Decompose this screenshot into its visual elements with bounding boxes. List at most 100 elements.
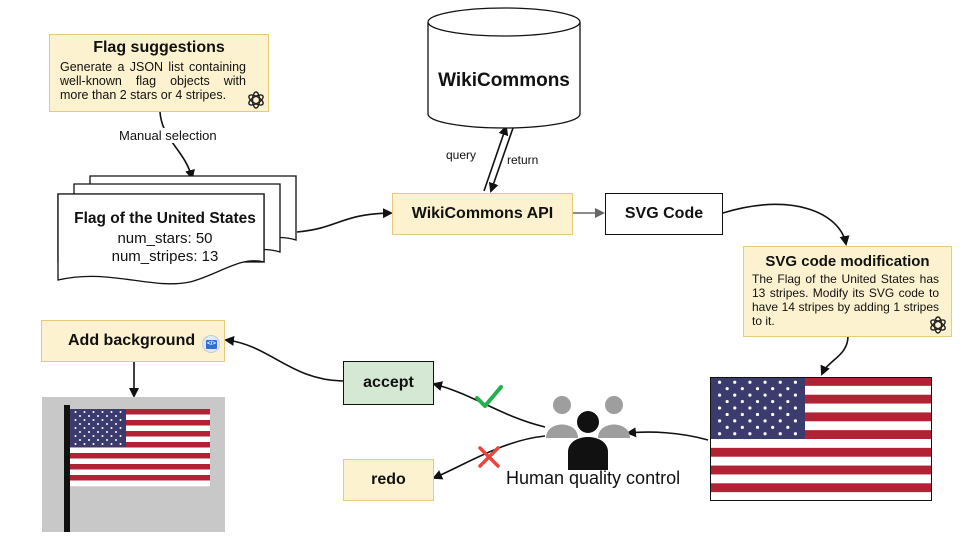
flag-star xyxy=(119,443,122,445)
flag-stripe xyxy=(710,465,932,475)
code-icon: </> xyxy=(202,335,220,353)
flag-star xyxy=(101,427,104,429)
flag-star xyxy=(778,432,782,436)
flag-star xyxy=(793,393,798,397)
flag-star xyxy=(778,380,782,384)
flag-stripe xyxy=(70,464,210,470)
flag-star xyxy=(92,427,95,429)
flag-star xyxy=(110,419,113,421)
check-icon xyxy=(475,385,503,408)
flag-star xyxy=(119,411,122,413)
flag-stripe xyxy=(70,453,210,459)
flag-star xyxy=(79,439,81,441)
wikicommons-api-box: WikiCommons API xyxy=(392,193,573,235)
flag-star xyxy=(92,443,95,445)
flag-star xyxy=(97,415,99,417)
flag-stripe xyxy=(710,385,932,396)
flag-stripe xyxy=(70,475,210,481)
flag-document-stack xyxy=(57,175,297,285)
flag-star xyxy=(74,411,77,413)
flag-star xyxy=(778,419,782,423)
svg-modification-text: The Flag of the United States has 13 str… xyxy=(752,272,939,328)
flag-star xyxy=(115,415,117,417)
flag-stripe xyxy=(710,430,932,440)
svg-modification-title: SVG code modification xyxy=(765,253,930,270)
arrow-mod-to-flag xyxy=(820,335,849,376)
cross-icon xyxy=(478,446,500,468)
manual-selection-label: Manual selection xyxy=(117,128,219,143)
flag-star xyxy=(92,419,95,421)
flag-stripe xyxy=(710,403,932,413)
flag-star xyxy=(755,425,760,429)
flag-stripe xyxy=(710,377,932,387)
flag-stripe xyxy=(70,409,210,415)
flag-star xyxy=(74,435,77,437)
flag-star xyxy=(83,419,86,421)
add-background-label: Add background xyxy=(68,332,196,349)
flag-star xyxy=(119,427,122,429)
flag-star xyxy=(101,443,104,445)
flag-star xyxy=(717,419,722,423)
flag-star xyxy=(786,425,790,429)
flag-doc-stripes: num_stripes: 13 xyxy=(111,248,219,265)
flag-stripe xyxy=(710,421,932,431)
flag-star xyxy=(755,412,760,417)
flag-star xyxy=(725,399,729,404)
flag-star xyxy=(771,425,775,429)
redo-button[interactable]: redo xyxy=(343,459,434,501)
flag-stripe xyxy=(70,420,210,426)
flag-star xyxy=(755,387,760,391)
flag-stripe xyxy=(70,431,210,437)
people-icon xyxy=(546,396,630,470)
arrow-flag-to-human xyxy=(626,427,709,441)
flag-star xyxy=(717,380,722,384)
flag-doc-stars: num_stars: 50 xyxy=(117,230,213,247)
flag-stripe xyxy=(70,425,210,432)
flag-star xyxy=(115,423,117,425)
accept-button[interactable]: accept xyxy=(343,361,434,405)
flag-star xyxy=(748,393,752,397)
flag-star xyxy=(793,406,798,410)
flag-star xyxy=(119,419,122,421)
flag-star xyxy=(74,443,77,445)
svg-code-box: SVG Code xyxy=(605,193,723,235)
arrow-return xyxy=(488,127,514,193)
human-qc-label: Human quality control xyxy=(506,468,681,488)
flag-suggestions-box: Flag suggestions Generate a JSON list co… xyxy=(49,34,269,112)
flag-star xyxy=(740,387,744,391)
flag-star xyxy=(97,431,99,433)
flag-stripe xyxy=(710,492,932,501)
flag-star xyxy=(793,432,798,436)
flag-star xyxy=(778,406,782,410)
flag-suggestions-title: Flag suggestions xyxy=(93,39,225,56)
flag-star xyxy=(740,399,744,404)
arrow-doc-to-api xyxy=(296,208,393,233)
flag-star xyxy=(79,431,81,433)
flag-star xyxy=(793,380,798,384)
flag-star xyxy=(748,380,752,384)
flag-star xyxy=(110,427,113,429)
flag-stripe xyxy=(70,414,210,421)
svg-modification-box: SVG code modification The Flag of the Un… xyxy=(743,246,952,337)
flag-star xyxy=(786,412,790,417)
flag-star xyxy=(740,425,744,429)
wikicommons-label: WikiCommons xyxy=(438,70,570,91)
openai-logo-icon xyxy=(248,91,264,109)
flag-star xyxy=(733,393,737,397)
flag-doc-title: Flag of the United States xyxy=(74,210,256,227)
flag-stripe xyxy=(70,480,210,487)
flag-star xyxy=(786,387,790,391)
flag-star xyxy=(725,425,729,429)
flag-star xyxy=(110,435,113,437)
flag-star xyxy=(763,432,767,436)
flag-star xyxy=(763,406,767,410)
flag-star xyxy=(748,432,752,436)
flag-star xyxy=(88,415,90,417)
flag-star xyxy=(725,387,729,391)
flag-star xyxy=(748,419,752,423)
flag-star xyxy=(717,432,722,436)
flag-star xyxy=(110,443,113,445)
flag-star xyxy=(740,412,744,417)
flag-star xyxy=(74,419,77,421)
flag-star xyxy=(763,380,767,384)
